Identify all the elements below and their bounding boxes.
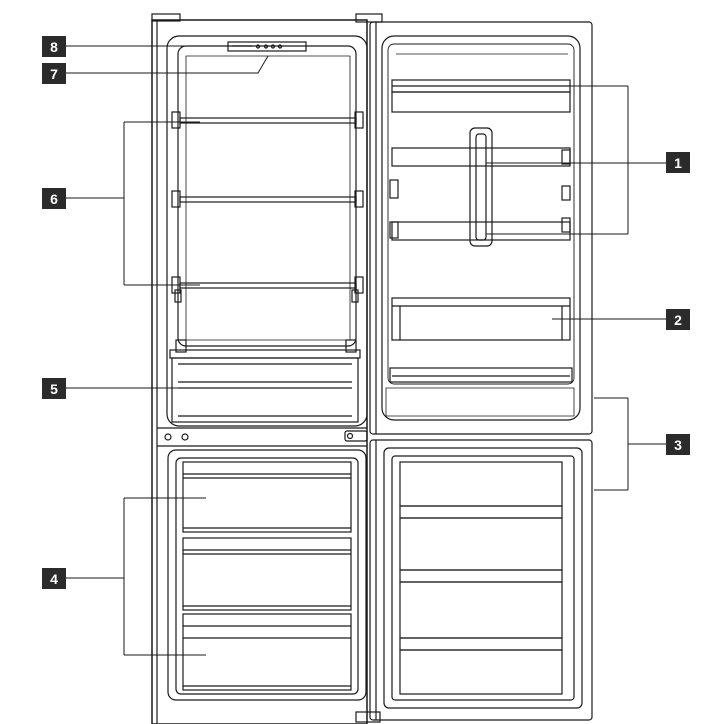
callout-4: 4 (42, 568, 66, 589)
callout-3: 3 (666, 434, 690, 455)
top-hinge-right (355, 13, 383, 23)
door-balcony (391, 79, 571, 113)
cabinet (151, 13, 383, 724)
callout-2: 2 (666, 309, 690, 330)
callout-label-8: 8 (50, 39, 58, 55)
compartment-divider (157, 427, 368, 447)
leader-line-1 (486, 85, 666, 235)
callout-7: 7 (42, 63, 66, 84)
leader-line-6 (66, 121, 200, 286)
indicator-dot (164, 433, 172, 441)
freezer-drawers (182, 461, 352, 691)
freezer-door (369, 439, 593, 721)
callout-6: 6 (42, 188, 66, 209)
middle-hinge (344, 430, 368, 442)
fridge-liner-inner (177, 45, 357, 347)
freezer-door-outer (369, 439, 593, 721)
fridge-door (369, 21, 593, 435)
callout-label-5: 5 (50, 381, 58, 397)
crisper-drawer (169, 339, 361, 423)
callout-1: 1 (666, 152, 690, 173)
callout-label-6: 6 (50, 191, 58, 207)
glass-shelves (171, 111, 364, 303)
freezer-compartment (167, 449, 381, 723)
leader-line-4 (66, 497, 206, 656)
leader-line-7 (66, 55, 269, 74)
callout-label-1: 1 (674, 155, 682, 171)
callout-label-3: 3 (674, 437, 682, 453)
callout-label-4: 4 (50, 571, 58, 587)
fridge-door-outer (369, 21, 593, 435)
door-bottle-rack (391, 297, 571, 341)
freezer-liner-outer (167, 449, 367, 701)
freezer-drawer (182, 537, 352, 611)
fridge-liner-outer (166, 35, 368, 427)
callout-label-2: 2 (674, 312, 682, 328)
shelf-glass (179, 117, 357, 124)
bottom-hinge (355, 711, 381, 723)
freezer-liner-inner (175, 457, 359, 695)
freezer-drawer (182, 461, 352, 533)
callout-5: 5 (42, 378, 66, 399)
door-egg-rack (389, 127, 571, 247)
callout-badges: 8 7 6 5 4 1 2 3 (42, 36, 690, 589)
leader-lines (66, 45, 666, 656)
leader-line-3 (594, 397, 666, 491)
freezer-drawer (182, 613, 352, 691)
shelf-glass (179, 196, 357, 203)
fridge-compartment (166, 35, 368, 427)
shelf-glass (179, 282, 357, 289)
indicator-dot (181, 433, 189, 441)
cabinet-outline (151, 19, 368, 724)
callout-8: 8 (42, 36, 66, 57)
callout-label-7: 7 (50, 66, 58, 82)
top-hinge-left (151, 13, 181, 22)
